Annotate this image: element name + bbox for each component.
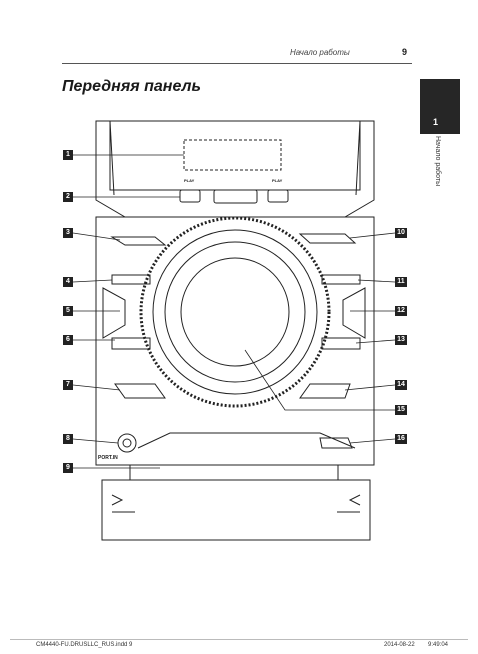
button-4-shape — [111, 274, 151, 285]
usb-port-left — [179, 189, 201, 203]
callout-1: 1 — [63, 150, 73, 160]
leader-3 — [72, 232, 121, 241]
callout-15: 15 — [395, 405, 407, 415]
callout-14: 14 — [395, 380, 407, 390]
callout-10: 10 — [395, 228, 407, 238]
callout-2: 2 — [63, 192, 73, 202]
page-number: 9 — [402, 47, 408, 57]
button-5-shape — [102, 287, 126, 339]
leader-14 — [344, 384, 396, 391]
volume-knob-ring — [139, 216, 331, 408]
leader-13 — [355, 339, 396, 344]
leader-11 — [357, 279, 396, 283]
header-rule — [62, 63, 412, 64]
leader-15 — [244, 349, 395, 411]
chapter-tab-label: Начало работы — [434, 136, 441, 187]
button-10-shape — [298, 233, 357, 244]
callout-9: 9 — [63, 463, 73, 473]
base-mark-right-1 — [348, 494, 361, 506]
callout-5: 5 — [63, 306, 73, 316]
footer-time: 9:49:04 — [428, 642, 449, 648]
button-11-shape — [321, 274, 361, 285]
callout-3: 3 — [63, 228, 73, 238]
button-14-shape — [299, 383, 351, 399]
button-12-shape — [342, 287, 366, 339]
callout-16: 16 — [395, 434, 407, 444]
leader-4 — [72, 279, 113, 283]
usb-port-right — [267, 189, 289, 203]
page-title: Передняя панель — [62, 78, 201, 95]
port-in-jack-inner — [122, 438, 132, 448]
display-slot — [213, 189, 258, 204]
display-window — [183, 139, 282, 171]
disc-tray-top — [137, 432, 356, 449]
callout-6: 6 — [63, 335, 73, 345]
callout-4: 4 — [63, 277, 73, 287]
play-label-left: PLAY — [184, 178, 195, 183]
leader-7 — [72, 384, 121, 391]
leader-10 — [349, 232, 396, 239]
button-13-shape — [321, 337, 361, 350]
running-header-section: Начало работы — [290, 48, 350, 57]
footer-date: 2014-08-22 — [384, 642, 415, 648]
top-curve-right — [355, 120, 361, 196]
callout-13: 13 — [395, 335, 407, 345]
callout-12: 12 — [395, 306, 407, 316]
chapter-tab — [420, 79, 460, 134]
callout-8: 8 — [63, 434, 73, 444]
chapter-tab-number: 1 — [433, 117, 439, 127]
callout-7: 7 — [63, 380, 73, 390]
play-label-right: PLAY — [272, 178, 283, 183]
button-16-shape — [319, 437, 353, 449]
base — [101, 479, 371, 541]
callout-11: 11 — [395, 277, 407, 287]
disc-tray — [129, 464, 339, 481]
leader-8 — [72, 438, 119, 444]
leader-16 — [349, 438, 396, 444]
base-mark-left-1 — [111, 494, 124, 506]
footer-filename: CM4440-FU.DRUSLLC_RUS.indd 9 — [36, 642, 133, 648]
volume-knob-mid — [164, 241, 306, 383]
top-curve-left — [109, 120, 115, 196]
port-in-label: PORT.IN — [98, 455, 118, 461]
main-body — [95, 216, 375, 466]
footer-rule — [10, 639, 468, 640]
volume-knob-outer — [152, 229, 318, 395]
volume-knob-inner — [180, 257, 290, 367]
button-7-shape — [114, 383, 166, 399]
button-3-shape — [110, 236, 167, 246]
